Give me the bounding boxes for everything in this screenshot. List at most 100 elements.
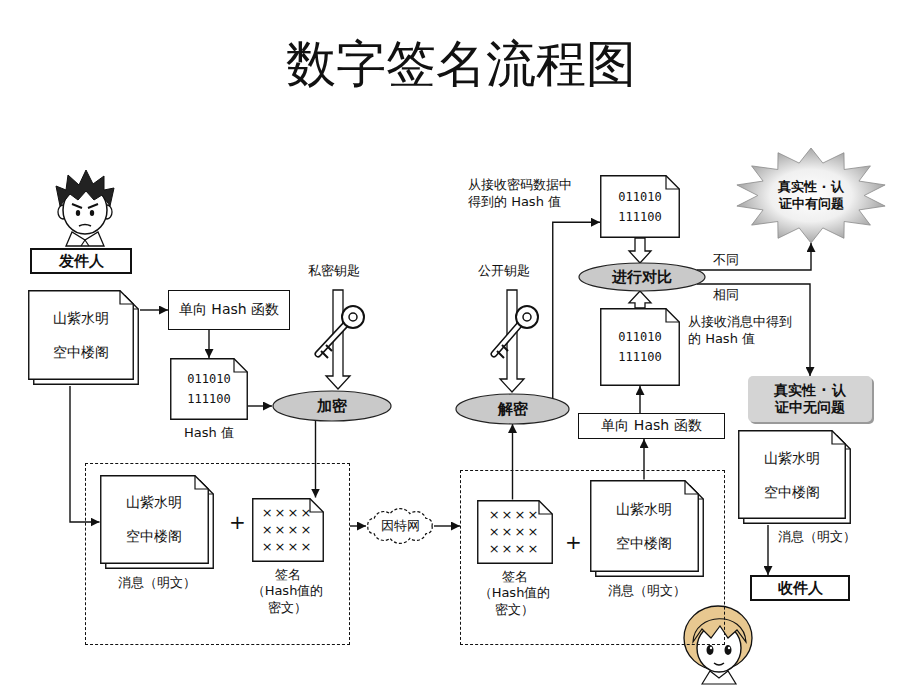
- document-page: [590, 480, 698, 571]
- connector: [553, 222, 600, 398]
- document-shape-outline: [170, 358, 248, 420]
- dashed-group: ×××× ×××× ××××签名 （Hash值的 密文） 山紫水明 空中楼阁消息（…: [460, 470, 725, 645]
- document-page: [29, 291, 134, 380]
- document-shape: 山紫水明 空中楼阁消息（明文）: [738, 430, 852, 525]
- node-caption: 签名 （Hash值的 密文）: [252, 567, 324, 618]
- node-caption: 消息（明文）: [118, 575, 196, 592]
- edge-label: 相同: [711, 287, 741, 303]
- recipient-figure: [710, 647, 712, 649]
- document-fold: [666, 176, 679, 189]
- private-key: [318, 290, 364, 389]
- node-text: 单向 Hash 函数: [601, 417, 701, 435]
- dashed-group: 山紫水明 空中楼阁消息（明文）×××× ×××× ××××签名 （Hash值的 …: [85, 463, 350, 645]
- node-text: 进行对比: [612, 268, 672, 287]
- connector: [697, 243, 811, 270]
- ellipse-outline: [273, 391, 391, 421]
- connector: [767, 525, 768, 575]
- private-key: [321, 345, 332, 358]
- document-fold: [120, 291, 133, 304]
- connector: [350, 525, 366, 526]
- document-fold: [195, 475, 208, 488]
- sender-figure: [81, 240, 89, 246]
- block-arrow: [629, 238, 651, 263]
- document-page: [252, 498, 323, 561]
- node-text: 真实性 · 认 证中无问题: [769, 382, 851, 417]
- document-shape-outline: [600, 308, 680, 386]
- document-shape: 山紫水明 空中楼阁消息（明文）: [100, 475, 215, 570]
- node-text: ×××× ×××× ××××: [262, 504, 314, 555]
- connector: [512, 424, 513, 500]
- document-page: [739, 431, 846, 519]
- node-text: 真实性 · 认 证中有问题: [773, 179, 849, 212]
- internet-cloud: 因特网: [363, 508, 437, 544]
- document-shape: 011010 111100从接收密码数据中 得到的 Hash 值: [600, 175, 680, 238]
- document-shape: 山紫水明 空中楼阁消息（明文）: [590, 480, 705, 578]
- document-page: [601, 309, 680, 386]
- document-page: [171, 359, 248, 420]
- alert-starburst: 真实性 · 认 证中有问题: [735, 148, 887, 243]
- label-box: 发件人: [30, 248, 132, 274]
- node-caption: Hash 值: [184, 425, 234, 442]
- label-box: 单向 Hash 函数: [578, 413, 725, 439]
- document-page: [601, 176, 680, 238]
- node-text: 山紫水明 空中楼阁: [53, 301, 109, 369]
- sender-figure: [79, 225, 91, 227]
- node-text: 山紫水明 空中楼阁: [616, 492, 672, 560]
- node-caption: 从接收密码数据中 得到的 Hash 值: [468, 177, 580, 211]
- process-ellipse: 进行对比: [578, 262, 706, 292]
- label-box: 单向 Hash 函数: [168, 290, 290, 330]
- sender-figure: [72, 204, 98, 208]
- result-banner: 真实性 · 认 证中无问题: [748, 376, 872, 422]
- public-key: [523, 313, 531, 321]
- node-text: 因特网: [381, 518, 420, 534]
- edge-label: 不同: [711, 252, 741, 268]
- node-text: 山紫水明 空中楼阁: [126, 485, 182, 553]
- recipient-figure: [707, 645, 714, 655]
- node-text: 解密: [498, 400, 528, 419]
- process-ellipse: 加密: [272, 390, 392, 422]
- document-shape: 山紫水明 空中楼阁: [28, 290, 140, 386]
- connector-group: [70, 222, 811, 575]
- document-shape: 011010 111100Hash 值: [170, 358, 248, 420]
- sender-figure: [90, 210, 94, 216]
- document-shape: ×××× ×××× ××××签名 （Hash值的 密文）: [477, 500, 553, 564]
- private-key: [318, 324, 346, 354]
- document-shape-outline: [590, 480, 705, 578]
- document-shape: ×××× ×××× ××××签名 （Hash值的 密文）: [252, 498, 324, 562]
- ellipse-outline: [456, 394, 569, 424]
- annotation-label: 公开钥匙: [478, 262, 530, 280]
- sender-figure: [56, 170, 114, 246]
- cloud-outline: [368, 509, 432, 544]
- node-text: 收件人: [778, 579, 823, 598]
- node-caption: 消息（明文）: [778, 529, 856, 546]
- connector: [315, 420, 316, 497]
- node-text: 加密: [317, 397, 347, 416]
- sender-figure: [56, 170, 114, 206]
- node-text: 011010 111100: [618, 327, 661, 367]
- node-caption: 从接收消息中得到 的 Hash 值: [688, 314, 794, 348]
- document-page: [477, 500, 552, 563]
- document-fold: [685, 480, 698, 493]
- process-ellipse: 解密: [455, 393, 570, 425]
- node-text: 单向 Hash 函数: [179, 301, 279, 319]
- document-shape-outline: [600, 175, 680, 238]
- public-key: [516, 306, 538, 328]
- sender-figure: [76, 210, 80, 216]
- connector: [434, 525, 460, 526]
- document-fold: [832, 431, 845, 444]
- node-caption: 签名 （Hash值的 密文）: [479, 569, 551, 620]
- recipient-figure: [728, 647, 730, 649]
- recipient-figure: [725, 645, 732, 655]
- document-page: [100, 475, 208, 563]
- node-text: 011010 111100: [618, 187, 661, 227]
- document-shape-outline: [28, 290, 140, 386]
- annotation-label: 私密钥匙: [308, 262, 360, 280]
- block-arrow: [629, 291, 651, 308]
- starburst-outline: [737, 148, 885, 243]
- connector: [639, 386, 640, 413]
- document-fold: [539, 500, 552, 513]
- diagram-title: 数字签名流程图: [0, 34, 921, 94]
- connector: [140, 309, 168, 310]
- document-shape-outline: [738, 430, 852, 525]
